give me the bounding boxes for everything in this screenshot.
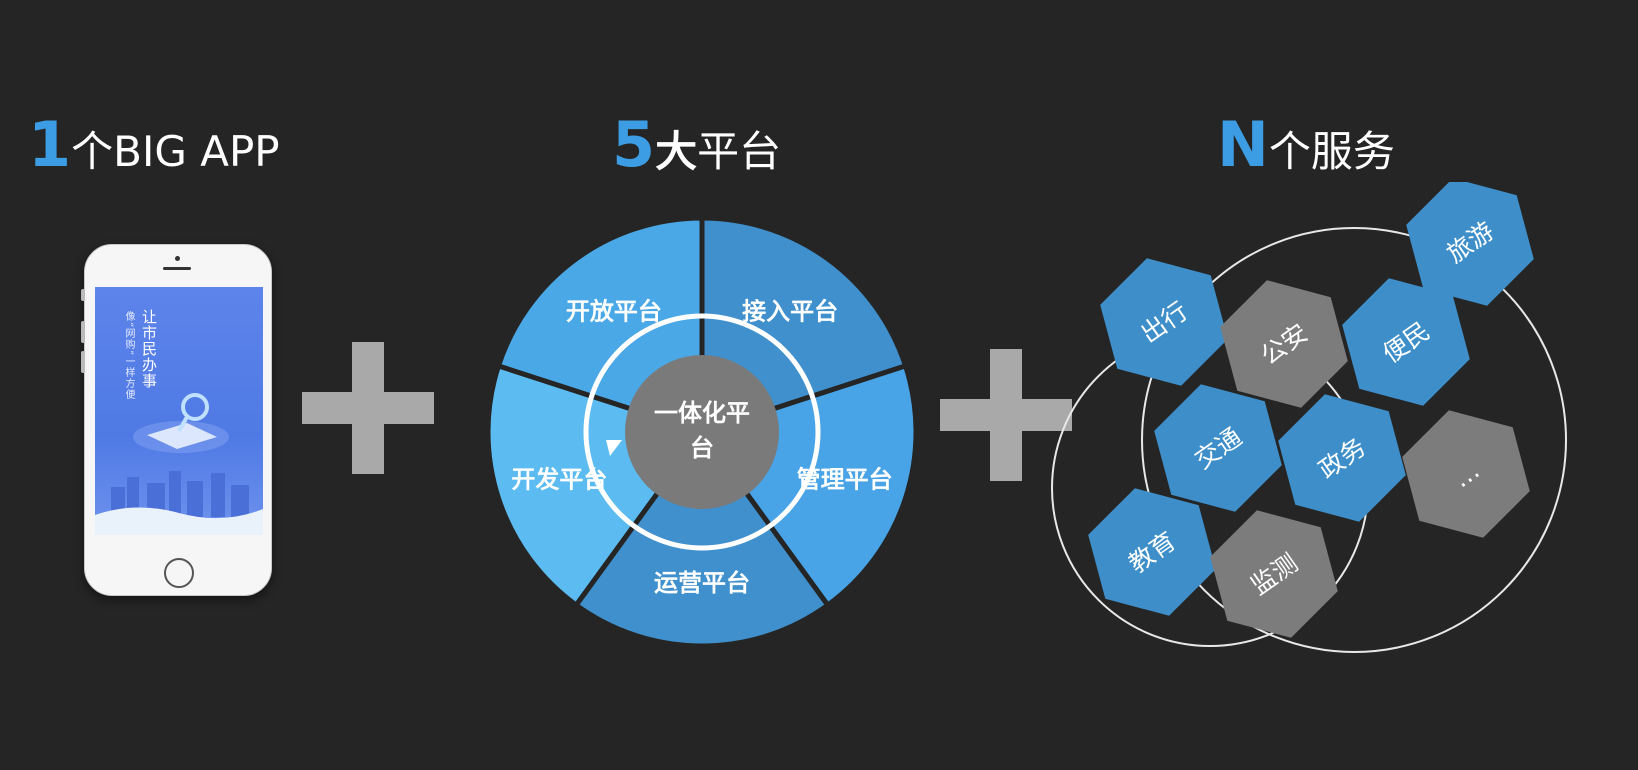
service-hexagon bbox=[1100, 258, 1228, 386]
phone-camera bbox=[175, 256, 180, 261]
cycle-ring bbox=[583, 313, 821, 551]
service-hexagon bbox=[1406, 182, 1534, 306]
service-hexagon bbox=[1154, 384, 1282, 512]
phone-screen: 让市民办事 像“网购”一样方便 bbox=[95, 287, 263, 535]
service-hexagon bbox=[1342, 278, 1470, 406]
center-label-line2: 台 bbox=[690, 434, 714, 462]
service-hexagon bbox=[1088, 488, 1216, 616]
platform-title-text: 平台 bbox=[697, 127, 782, 176]
app-title-text: 个BIG APP bbox=[71, 127, 280, 176]
service-title-text: 个服务 bbox=[1268, 127, 1395, 176]
platform-title-bold: 大 bbox=[655, 127, 698, 176]
center-label-line1: 一体化平 bbox=[654, 399, 750, 427]
service-title: N个服务 bbox=[1217, 108, 1395, 181]
service-hexagon bbox=[1278, 394, 1406, 522]
phone-side-button bbox=[81, 321, 85, 343]
services-cluster: 出行公安便民旅游交通政务…教育监测 bbox=[1051, 182, 1567, 653]
big-app-title: 1个BIG APP bbox=[28, 108, 280, 181]
cycle-arrow-icon bbox=[606, 440, 622, 456]
phone-side-button bbox=[81, 351, 85, 373]
phone-side-button bbox=[81, 289, 85, 301]
phone-subtitle: 像“网购”一样方便 bbox=[123, 311, 134, 401]
segment-open-label: 开放平台 bbox=[566, 298, 662, 326]
segment-ops bbox=[572, 427, 832, 648]
platform-wheel: 开发平台开放平台接入平台管理平台运营平台 一体化平 台 bbox=[486, 216, 918, 648]
phone-slogan: 让市民办事 bbox=[140, 309, 158, 389]
app-count-number: 1 bbox=[28, 108, 72, 181]
segment-access-label: 接入平台 bbox=[742, 298, 838, 326]
phone-home-button bbox=[164, 558, 194, 588]
platform-count-number: 5 bbox=[612, 108, 656, 181]
platform-title: 5大平台 bbox=[612, 108, 781, 181]
platform-center bbox=[625, 355, 779, 509]
venn-circle bbox=[1141, 227, 1567, 653]
segment-ops-label: 运营平台 bbox=[654, 569, 750, 597]
service-hexagon bbox=[1210, 510, 1338, 638]
phone-illustration bbox=[95, 393, 263, 535]
plus-icon bbox=[302, 342, 434, 474]
service-hexagon bbox=[1402, 410, 1530, 538]
phone-mockup: 让市民办事 像“网购”一样方便 bbox=[81, 244, 272, 596]
service-count-letter: N bbox=[1217, 108, 1269, 181]
service-hexagon bbox=[1220, 280, 1348, 408]
phone-speaker bbox=[163, 267, 191, 270]
plus-icon bbox=[940, 349, 1072, 481]
